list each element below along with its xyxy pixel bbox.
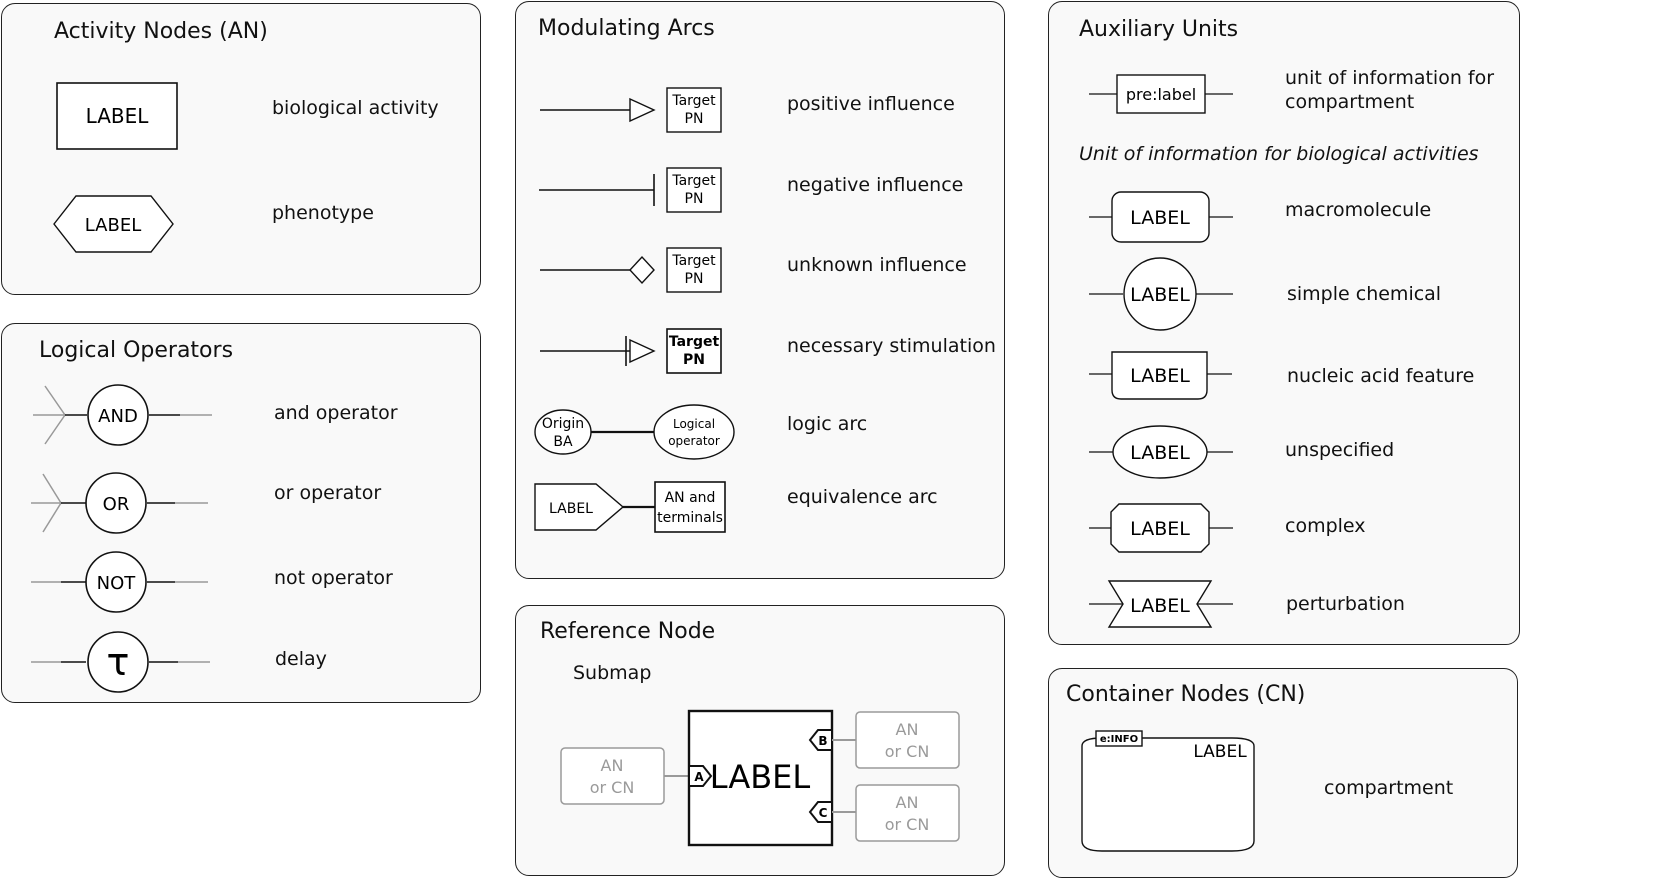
svg-text:Target: Target [671,93,716,109]
reference-node-panel: Reference Node Submap AN or CN LABEL A B… [515,605,1005,876]
unit-of-information-symbol: pre:label [1089,74,1233,114]
svg-text:PN: PN [683,352,705,368]
or-operator-label: or operator [274,482,382,504]
submap-subtitle: Submap [573,662,652,684]
svg-text:PN: PN [685,111,704,127]
not-operator-label: not operator [274,567,393,589]
phenotype-label: phenotype [272,202,374,224]
auxiliary-units-panel: Auxiliary Units pre:label unit of inform… [1048,1,1520,645]
biological-activity-symbol: LABEL [56,82,178,150]
svg-text:LABEL: LABEL [1130,442,1190,464]
perturbation-symbol: LABEL [1089,580,1233,628]
unknown-influence-label: unknown influence [787,254,967,276]
svg-text:AN: AN [601,756,624,775]
not-operator-symbol: NOT [31,551,208,613]
svg-text:B: B [818,734,827,748]
svg-text:LABEL: LABEL [710,758,811,796]
negative-influence-label: negative influence [787,174,964,196]
container-nodes-panel: Container Nodes (CN) e:INFO LABEL compar… [1048,668,1518,878]
svg-text:or CN: or CN [590,778,635,797]
complex-symbol: LABEL [1089,503,1233,553]
compartment-label: compartment [1324,777,1454,799]
svg-text:C: C [819,806,828,820]
simple-chemical-symbol: LABEL [1089,257,1233,331]
biological-activity-label: biological activity [272,97,439,119]
svg-text:LABEL: LABEL [549,501,593,517]
logical-operators-panel: Logical Operators AND and operator OR or… [1,323,481,703]
or-operator-symbol: OR [31,472,208,534]
nucleic-acid-feature-symbol: LABEL [1089,351,1232,400]
modulating-arcs-panel: Modulating Arcs Target PN positive influ… [515,1,1005,579]
svg-text:Logical: Logical [673,417,715,431]
necessary-stimulation-label: necessary stimulation [787,335,996,357]
svg-text:Target: Target [669,334,720,350]
and-operator-label: and operator [274,402,398,424]
simple-chemical-label: simple chemical [1287,283,1442,305]
equivalence-arc-label: equivalence arc [787,486,938,508]
svg-text:or CN: or CN [885,742,930,761]
svg-text:pre:label: pre:label [1126,85,1196,104]
compartment-symbol: e:INFO LABEL [1081,730,1255,852]
positive-influence-label: positive influence [787,93,955,115]
svg-text:LABEL: LABEL [1193,742,1247,762]
svg-text:Target: Target [671,253,716,269]
svg-text:LABEL: LABEL [86,104,150,128]
svg-text:PN: PN [685,271,704,287]
svg-text:LABEL: LABEL [1130,284,1190,306]
logic-arc: Origin BA Logical operator [534,404,735,460]
positive-influence-arc: Target PN [540,87,722,133]
svg-text:LABEL: LABEL [1130,595,1190,617]
svg-text:LABEL: LABEL [1130,207,1190,229]
submap-symbol: AN or CN LABEL A B C AN or CN AN or CN [560,709,960,847]
svg-text:terminals: terminals [657,510,723,526]
svg-text:Target: Target [671,173,716,189]
svg-text:LABEL: LABEL [85,215,142,236]
macromolecule-symbol: LABEL [1089,191,1233,243]
unit-of-information-label-line1: unit of information for [1285,67,1495,89]
activity-nodes-panel: Activity Nodes (AN) LABEL biological act… [1,3,481,295]
container-nodes-title: Container Nodes (CN) [1066,682,1306,707]
svg-text:or CN: or CN [885,815,930,834]
svg-text:A: A [694,770,704,784]
nucleic-acid-feature-label: nucleic acid feature [1287,365,1475,387]
svg-text:AN and: AN and [665,490,716,506]
modulating-arcs-title: Modulating Arcs [538,16,715,41]
macromolecule-label: macromolecule [1285,199,1432,221]
biological-activities-subheading: Unit of information for biological activ… [1079,143,1479,165]
and-operator-symbol: AND [33,384,212,446]
svg-text:LABEL: LABEL [1130,365,1190,387]
complex-label: complex [1285,515,1366,537]
svg-text:Origin: Origin [542,416,584,432]
necessary-stimulation-arc: Target PN [540,328,722,374]
unspecified-symbol: LABEL [1089,425,1233,479]
svg-text:BA: BA [553,434,573,450]
svg-text:AND: AND [98,406,138,427]
unknown-influence-arc: Target PN [540,247,722,293]
unspecified-label: unspecified [1285,439,1395,461]
unit-of-information-label-line2: compartment [1285,91,1415,113]
svg-text:PN: PN [685,191,704,207]
svg-text:operator: operator [668,434,720,448]
svg-text:OR: OR [103,494,130,515]
svg-text:NOT: NOT [97,573,137,594]
delay-label: delay [275,648,327,670]
svg-text:AN: AN [896,720,919,739]
perturbation-label: perturbation [1286,593,1405,615]
svg-text:e:INFO: e:INFO [1100,734,1138,745]
equivalence-arc: LABEL AN and terminals [534,481,726,533]
negative-influence-arc: Target PN [539,167,722,213]
svg-text:LABEL: LABEL [1130,518,1190,540]
svg-text:AN: AN [896,793,919,812]
logic-arc-label: logic arc [787,413,868,435]
delay-operator-symbol: τ [31,631,210,693]
auxiliary-units-title: Auxiliary Units [1079,17,1239,42]
svg-text:τ: τ [107,640,130,684]
logical-operators-title: Logical Operators [39,338,234,363]
activity-nodes-title: Activity Nodes (AN) [54,19,268,44]
phenotype-symbol: LABEL [53,195,174,253]
reference-node-title: Reference Node [540,619,716,644]
